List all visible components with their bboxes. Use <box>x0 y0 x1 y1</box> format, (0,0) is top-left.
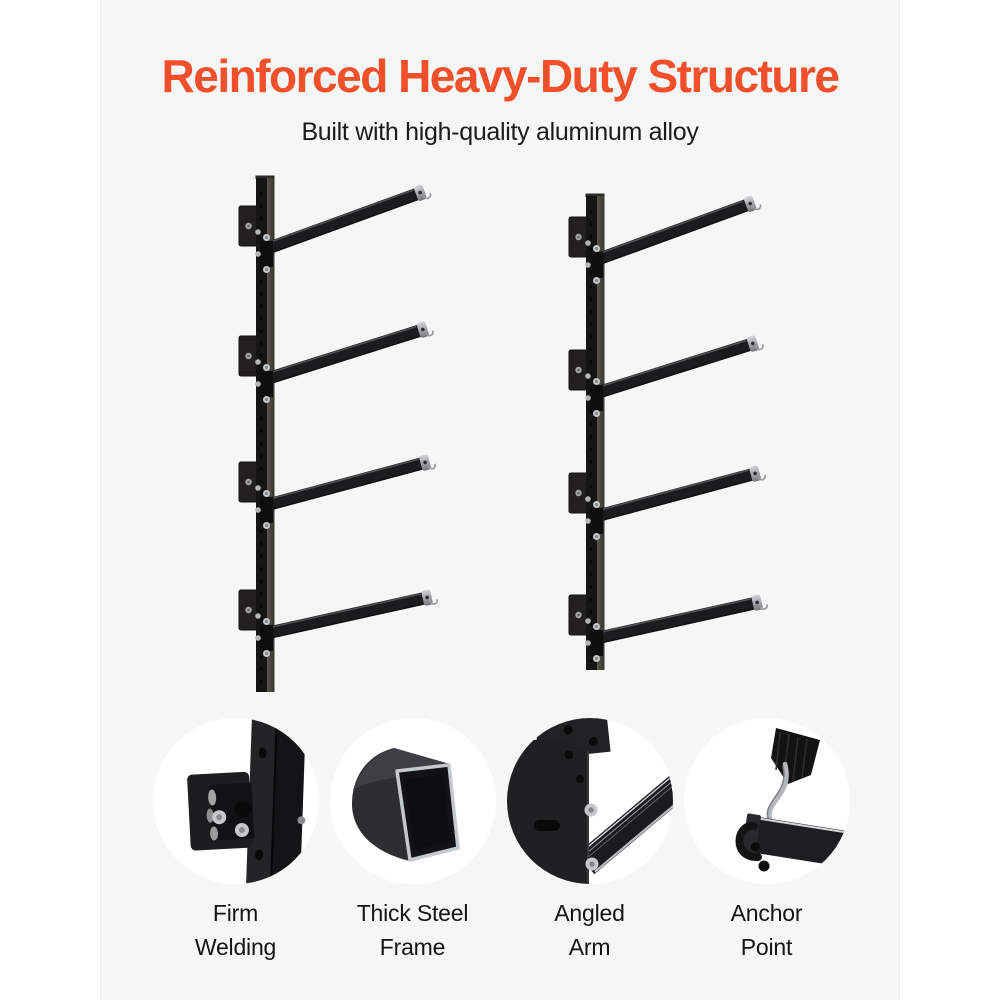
feature-label-line: Frame <box>379 934 446 960</box>
feature-row: Firm Welding Thick Steel Frame <box>101 718 899 964</box>
feature-label: Firm Welding <box>153 896 319 964</box>
right-rack <box>568 192 769 670</box>
feature-label: Anchor Point <box>684 896 850 964</box>
feature-label-line: Arm <box>568 934 611 960</box>
page-subtitle: Built with high-quality aluminum alloy <box>301 118 699 147</box>
feature-label: Thick Steel Frame <box>330 896 496 964</box>
content-panel: Reinforced Heavy-Duty Structure Built wi… <box>100 0 900 1000</box>
feature-photo-thick-steel-frame <box>329 718 496 884</box>
anchor-hook-image <box>735 728 850 873</box>
feature-card-thick-steel-frame: Thick Steel Frame <box>329 718 496 964</box>
feature-card-angled-arm: Angled Arm <box>506 718 673 964</box>
feature-photo-firm-welding <box>152 718 319 884</box>
feature-label: Angled Arm <box>507 896 673 964</box>
feature-label-line: Angled <box>554 900 625 926</box>
header: Reinforced Heavy-Duty Structure Built wi… <box>101 0 899 147</box>
feature-photo-anchor-point <box>683 718 850 884</box>
angled-arm-image <box>506 718 673 884</box>
weld-joint-image <box>186 718 306 884</box>
left-rack <box>238 175 439 692</box>
racks-photo <box>238 175 769 692</box>
feature-card-anchor-point: Anchor Point <box>683 718 850 964</box>
feature-label-line: Firm <box>212 900 259 926</box>
steel-tube-image <box>351 748 460 862</box>
feature-label-line: Anchor <box>730 900 803 926</box>
feature-card-firm-welding: Firm Welding <box>152 718 319 964</box>
feature-label-line: Thick Steel <box>356 900 469 926</box>
feature-photo-angled-arm <box>506 718 673 884</box>
feature-label-line: Welding <box>194 934 277 960</box>
feature-label-line: Point <box>740 934 793 960</box>
page-title: Reinforced Heavy-Duty Structure <box>161 50 840 102</box>
